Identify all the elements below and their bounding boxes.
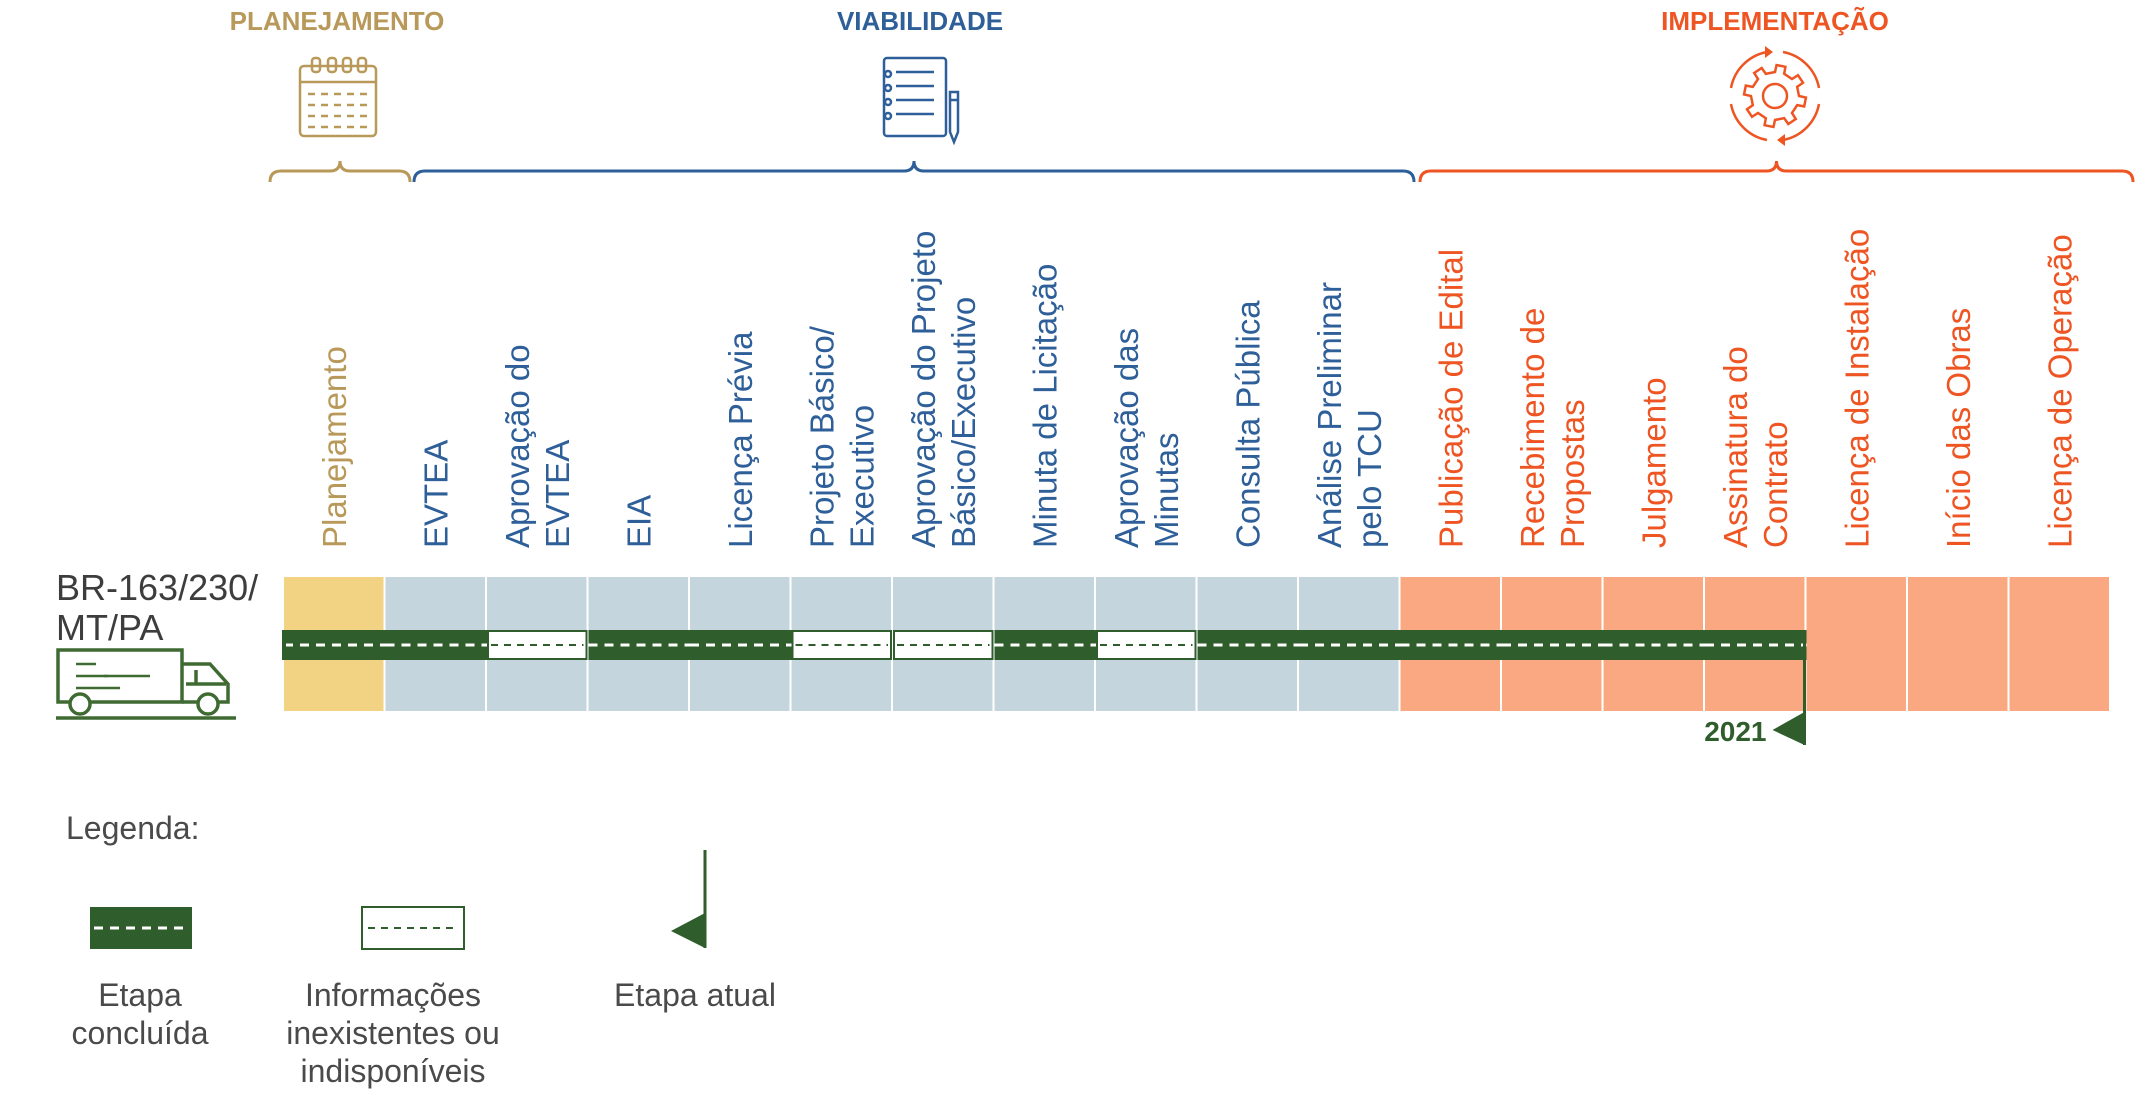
legend-label-line: indisponíveis [301, 1053, 486, 1089]
phase-brace-viabilidade [412, 160, 1416, 183]
stage-label-line: EVTEA [417, 440, 454, 548]
stage-label: Licença Prévia [722, 331, 759, 548]
stage-label: Início das Obras [1940, 308, 1977, 548]
stage-label: Consulta Pública [1229, 300, 1266, 548]
phase-title-viabilidade: VIABILIDADE [837, 6, 1003, 36]
stage-label-line: Licença Prévia [722, 331, 759, 548]
phase-implementacao: IMPLEMENTAÇÃO [1418, 6, 2135, 183]
stage-label: Licença de Operação [2041, 234, 2078, 548]
stage-label: Publicação de Edital [1432, 249, 1469, 548]
stage-label: EVTEA [417, 440, 454, 548]
legend-label-line: Etapa [98, 977, 182, 1013]
road-progress [282, 630, 1807, 660]
stage-label-line: Análise Preliminar [1311, 282, 1348, 548]
gear-cycle-icon [1729, 46, 1821, 146]
phase-brace-implementacao [1418, 160, 2135, 183]
stage-label: EIA [620, 495, 657, 548]
legend-label-line: Informações [305, 977, 481, 1013]
road-name-line: BR-163/230/ [56, 567, 258, 608]
legend-label-line: Etapa atual [614, 977, 776, 1013]
stage-label: Minuta de Licitação [1026, 264, 1063, 548]
phase-title-planejamento: PLANEJAMENTO [230, 6, 445, 36]
stage-label-line: Contrato [1757, 421, 1794, 548]
phase-viabilidade: VIABILIDADE [412, 6, 1416, 183]
stage-label: Projeto Básico/Executivo [803, 325, 880, 548]
stage-label-line: Licença de Instalação [1838, 229, 1875, 548]
stage-label-line: Recebimento de [1514, 308, 1551, 548]
stage-label-line: Aprovação das [1108, 328, 1145, 548]
truck-icon [56, 648, 236, 720]
stage-column [2009, 577, 2109, 711]
stage-label-line: EIA [620, 495, 657, 548]
stage-label-line: Executivo [843, 405, 880, 548]
phase-planejamento: PLANEJAMENTO [230, 6, 445, 183]
stage-label-line: Licença de Operação [2041, 234, 2078, 548]
flag-shape [1772, 712, 1805, 745]
road-name-line: MT/PA [56, 607, 163, 648]
road-start-cap [282, 630, 286, 660]
stage-label-line: Projeto Básico/ [803, 325, 840, 548]
road-name: BR-163/230/MT/PA [56, 567, 258, 648]
document-pen-icon [882, 56, 960, 146]
stage-label-line: Início das Obras [1940, 308, 1977, 548]
stage-label-line: Planejamento [316, 346, 353, 548]
stage-label-line: Consulta Pública [1229, 300, 1266, 548]
phase-brace-planejamento [268, 160, 412, 183]
current-year: 2021 [1704, 716, 1766, 747]
stage-label: Licença de Instalação [1838, 229, 1875, 548]
stage-label: Planejamento [316, 346, 353, 548]
stage-label-line: Julgamento [1635, 377, 1672, 548]
flag-icon [1772, 630, 1806, 745]
legend-title: Legenda: [66, 810, 199, 846]
stage-label-line: pelo TCU [1351, 409, 1388, 548]
stage-label-line: Publicação de Edital [1432, 249, 1469, 548]
stage-label-line: Propostas [1554, 399, 1591, 548]
stage-label-line: Básico/Executivo [945, 297, 982, 548]
calendar-icon [298, 56, 378, 138]
stage-label-line: Aprovação do Projeto [905, 231, 942, 548]
legend-label-line: inexistentes ou [286, 1015, 499, 1051]
legend-item: Etapa atual [614, 850, 776, 1013]
stage-label-line: Assinatura do [1717, 346, 1754, 548]
legend-label-line: concluída [72, 1015, 209, 1051]
stage-label-line: Minutas [1148, 432, 1185, 548]
stage-label-line: Minuta de Licitação [1026, 264, 1063, 548]
stage-label: Julgamento [1635, 377, 1672, 548]
legend-flag-shape [671, 913, 705, 948]
stage-label-line: Aprovação do [499, 344, 536, 548]
phase-title-implementacao: IMPLEMENTAÇÃO [1661, 6, 1889, 36]
stage-column [1806, 577, 1906, 711]
stage-label-line: EVTEA [539, 440, 576, 548]
stage-column [1908, 577, 2008, 711]
